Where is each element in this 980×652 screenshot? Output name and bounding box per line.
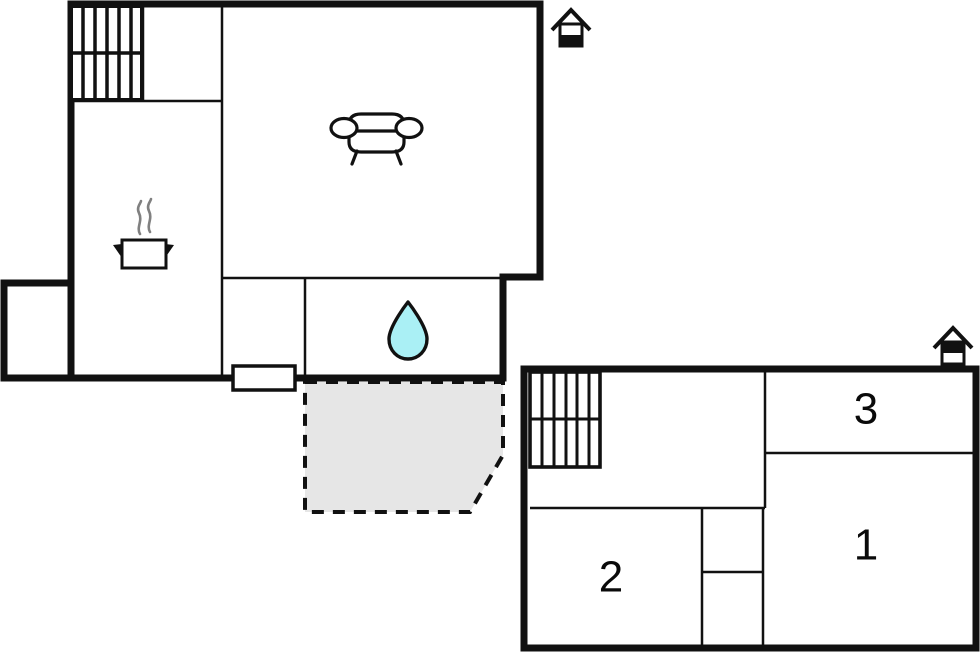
plan-upper-floor: 3 1 2: [520, 325, 980, 652]
room-label-1: 1: [854, 521, 878, 570]
room-label-2: 2: [599, 553, 623, 602]
entry-door: [231, 364, 297, 392]
room-label-3: 3: [854, 385, 878, 434]
water-drop-icon: [387, 300, 429, 361]
plan-main-floor: [0, 0, 592, 514]
staircase-icon: [528, 370, 602, 469]
staircase-icon: [69, 4, 144, 102]
terrace-area: [303, 380, 505, 514]
cooking-pot-icon: [113, 197, 174, 270]
house-icon: [932, 325, 974, 366]
house-icon: [550, 7, 592, 48]
sofa-icon: [329, 112, 424, 166]
upper-interior-walls: [530, 371, 976, 648]
upper-outer-walls: [520, 365, 980, 652]
